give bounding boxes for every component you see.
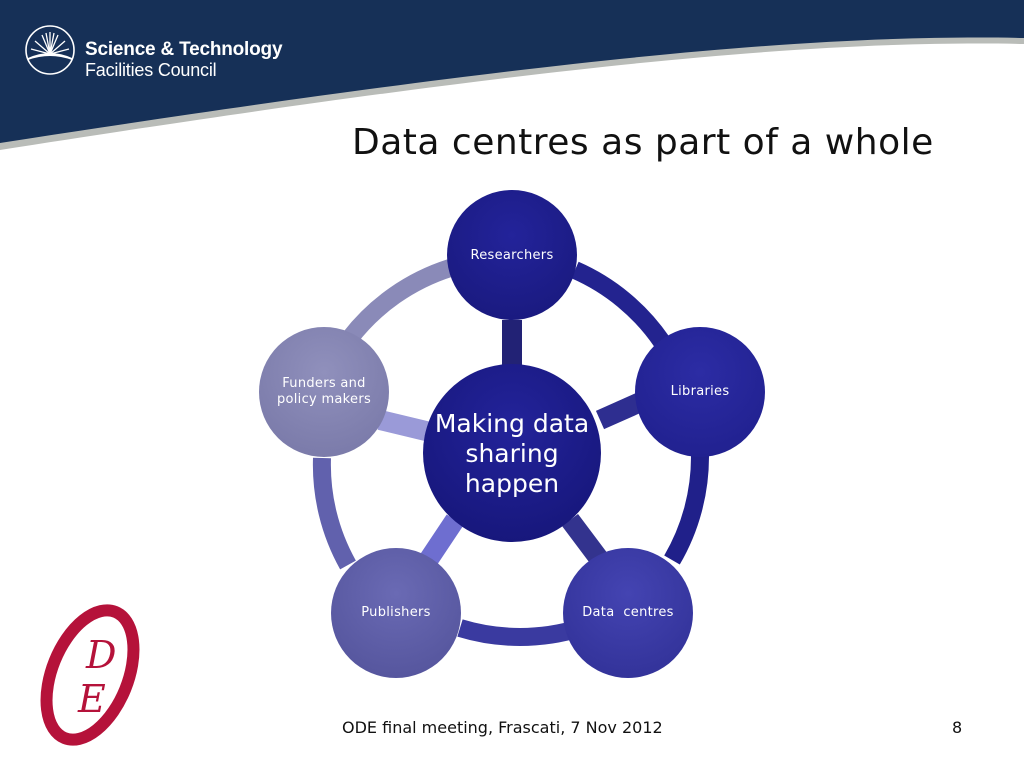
node-funders <box>259 327 389 457</box>
header-banner <box>0 0 1024 150</box>
footer-text: ODE final meeting, Frascati, 7 Nov 2012 <box>342 718 663 737</box>
svg-text:E: E <box>77 677 106 721</box>
center-line2: sharing <box>465 439 559 468</box>
node-researchers <box>447 190 577 320</box>
page-number: 8 <box>952 718 963 737</box>
org-name-line1: Science & Technology <box>85 39 283 60</box>
node-label-researchers: Researchers <box>470 248 554 263</box>
funders-line1: Funders and <box>282 376 366 391</box>
node-label-data-centres: Data centres <box>582 605 674 620</box>
ode-logo-icon: D E <box>40 604 140 746</box>
node-center <box>423 364 601 542</box>
node-data-centres <box>563 548 693 678</box>
node-publishers <box>331 548 461 678</box>
stfc-sunburst-logo-icon <box>25 25 75 75</box>
org-name-line2: Facilities Council <box>85 60 217 80</box>
org-name: Science & Technology Facilities Council <box>85 39 283 81</box>
node-libraries <box>635 327 765 457</box>
funders-line2: policy makers <box>276 392 372 407</box>
slide-title: Data centres as part of a whole <box>352 122 934 163</box>
node-label-publishers: Publishers <box>361 605 431 620</box>
center-label: Making data sharing happen <box>435 409 589 499</box>
node-label-libraries: Libraries <box>670 384 730 399</box>
center-line3: happen <box>464 469 560 498</box>
center-line1: Making data <box>434 409 590 438</box>
node-label-funders: Funders and policy makers <box>277 376 371 408</box>
svg-text:D: D <box>85 633 116 677</box>
